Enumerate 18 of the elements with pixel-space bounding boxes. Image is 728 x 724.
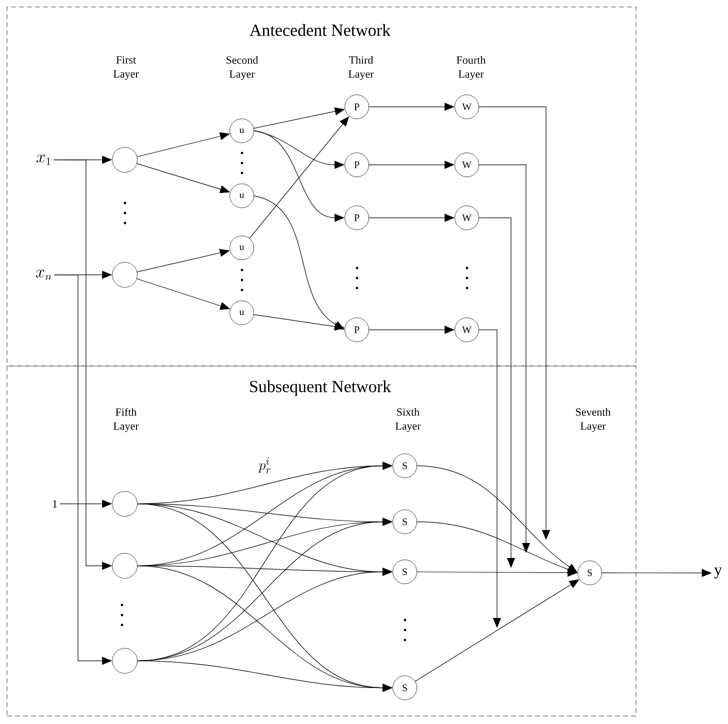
layer-label: Third Layer xyxy=(348,56,374,80)
input-label: 1 xyxy=(53,500,57,508)
layer-label: Second Layer xyxy=(226,56,258,80)
layer-label: Fourth Layer xyxy=(456,56,486,80)
input-label: $x_n$ xyxy=(36,270,52,280)
edge-label: $p_r^i$ xyxy=(258,457,270,474)
neuron-circle xyxy=(112,147,138,172)
layer-label: Seventh Layer xyxy=(576,408,611,432)
arrow xyxy=(414,579,580,682)
layer-label: Fifth Layer xyxy=(114,408,139,432)
neuron-circle xyxy=(112,648,138,674)
neuron-circle xyxy=(112,262,138,288)
neuron-circle xyxy=(112,553,138,578)
input-label: $x_1$ xyxy=(36,154,50,165)
layer-label: Sixth Layer xyxy=(396,408,421,432)
layer-label: First Layer xyxy=(114,56,139,80)
output-label: y xyxy=(714,568,722,578)
neuron-circle xyxy=(112,491,138,516)
